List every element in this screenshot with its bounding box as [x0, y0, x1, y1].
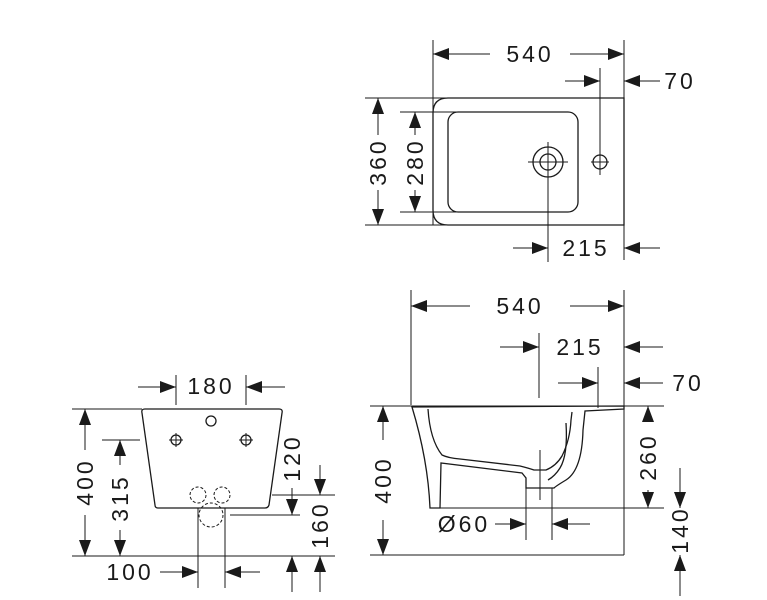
front-view: 180 400 315 120 160 100	[72, 373, 335, 592]
dim-top-drain-offset: 215	[562, 235, 609, 261]
dim-top-bowl-depth: 280	[402, 138, 428, 185]
dim-side-tap-offset: 70	[672, 370, 704, 396]
dim-drain-diameter: Ø60	[438, 511, 490, 537]
dim-top-depth: 360	[365, 138, 391, 185]
dim-120: 120	[279, 434, 305, 481]
dim-drain-to-floor: 140	[667, 506, 693, 553]
dim-160: 160	[307, 501, 333, 548]
tap-hole-icon	[591, 154, 609, 170]
connection-dashed-circles	[189, 486, 231, 528]
dim-rim-to-drain: 260	[635, 433, 661, 480]
dim-fixing-height: 315	[107, 474, 133, 521]
dim-side-width: 540	[496, 293, 543, 319]
front-view-outline	[141, 408, 283, 509]
dim-top-width: 540	[506, 41, 553, 67]
top-view-outline	[432, 97, 625, 226]
dim-side-height: 400	[370, 456, 396, 503]
dim-front-height: 400	[72, 458, 98, 505]
dim-waste-width: 100	[106, 559, 153, 585]
top-view: 540 70 360 280 215	[365, 40, 696, 262]
drain-icon	[528, 142, 568, 182]
side-view: 540 215 70 400 260 140 Ø60	[370, 290, 704, 596]
dim-top-tap-offset: 70	[664, 68, 696, 94]
dim-fixing-spacing: 180	[187, 373, 234, 399]
tap-hole-icon	[205, 415, 217, 427]
fixing-hole-icon	[239, 433, 253, 447]
side-view-outline	[411, 405, 625, 509]
dim-side-drain-offset: 215	[556, 334, 603, 360]
fixing-hole-icon	[169, 433, 183, 447]
bowl-outline	[447, 111, 579, 213]
